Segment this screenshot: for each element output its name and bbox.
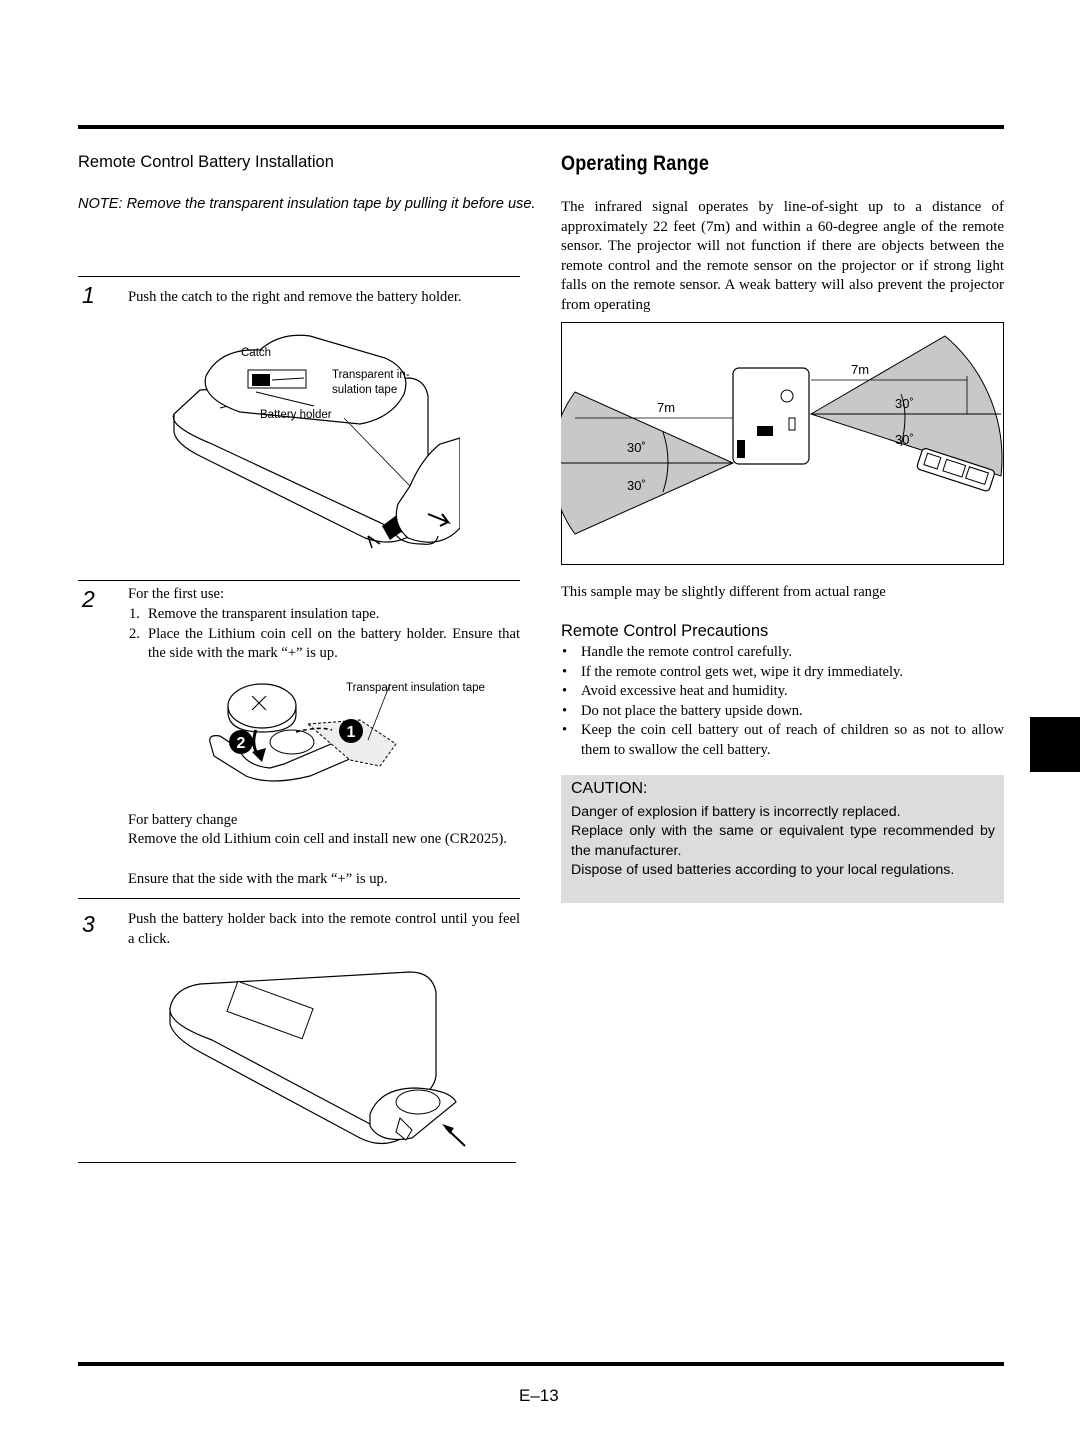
step-marker-1 <box>339 719 363 743</box>
battery-change-text: Remove the old Lithium coin cell and ins… <box>128 831 507 847</box>
remote-reinsert-figure <box>169 971 466 1147</box>
ensure-text: Ensure that the side with the mark “+” i… <box>128 871 388 887</box>
remote-battery-holder-figure: Catch Transparent in- sulation tape Batt… <box>172 334 460 549</box>
operating-range-heading: Operating Range <box>561 152 710 175</box>
page-number: E–13 <box>519 1386 559 1405</box>
caution-box: CAUTION: Danger of explosion if battery … <box>561 775 1004 903</box>
caution-title: CAUTION: <box>571 780 648 797</box>
left-bottom-rule <box>78 1162 516 1163</box>
precaution-item: •If the remote control gets wet, wipe it… <box>562 663 904 680</box>
svg-text:2: 2 <box>237 735 246 752</box>
step1-number: 1 <box>82 282 95 308</box>
step3-text: Push the battery holder back into the re… <box>128 911 520 947</box>
svg-text:1: 1 <box>347 724 356 741</box>
precaution-item: •Do not place the battery upside down. <box>562 702 803 719</box>
transparent-insulation-tape-label: Transparent insulation tape <box>346 682 485 694</box>
angle-left-bottom: 30˚ <box>627 478 646 493</box>
caution-line-2: Replace only with the same or equivalent… <box>571 823 995 859</box>
angle-left-top: 30˚ <box>627 440 646 455</box>
step3-number: 3 <box>82 911 95 937</box>
range-7m-right: 7m <box>851 362 869 377</box>
precautions-list: •Handle the remote control carefully. •I… <box>561 643 1004 761</box>
angle-right-bottom: 30˚ <box>895 432 914 447</box>
step2-list: 1.Remove the transparent insulation tape… <box>128 605 520 664</box>
caution-line-1: Danger of explosion if battery is incorr… <box>571 804 901 820</box>
note-text: NOTE: Remove the transparent insulation … <box>78 196 536 212</box>
step3-rule <box>78 898 520 899</box>
step2-rule <box>78 580 520 581</box>
precaution-item: •Keep the coin cell battery out of reach… <box>562 722 1004 758</box>
precautions-title: Remote Control Precautions <box>561 622 769 640</box>
caution-line-3: Dispose of used batteries according to y… <box>571 862 955 878</box>
coin-cell-figure: 2 1 Transparent insulation tape <box>209 682 485 782</box>
bottom-rule <box>78 1362 1004 1366</box>
step2-number: 2 <box>82 586 95 612</box>
angle-right-top: 30˚ <box>895 396 914 411</box>
battery-change-title: For battery change <box>128 812 238 828</box>
catch-label: Catch <box>241 347 271 359</box>
operating-range-paragraph: The infrared signal operates by line-of-… <box>561 199 1004 313</box>
step1-rule <box>78 276 520 277</box>
precaution-item: •Handle the remote control carefully. <box>562 644 792 660</box>
precaution-item: •Avoid excessive heat and humidity. <box>562 683 788 700</box>
top-rule <box>78 125 1004 129</box>
battery-holder-label: Battery holder <box>260 409 332 421</box>
range-7m-left: 7m <box>657 400 675 415</box>
transparent-tape-label-2: sulation tape <box>332 384 397 396</box>
section-tab <box>1030 717 1080 772</box>
step2-item: 1.Remove the transparent insulation tape… <box>129 606 380 622</box>
step2-item: 2.Place the Lithium coin cell on the bat… <box>129 625 520 662</box>
step-marker-2 <box>229 730 253 754</box>
diagram-caption: This sample may be slightly different fr… <box>561 584 886 600</box>
battery-installation-title: Remote Control Battery Installation <box>78 153 334 171</box>
transparent-tape-label-1: Transparent in- <box>332 369 410 381</box>
operating-range-diagram: 7m 7m 30˚ 30˚ 30˚ 30˚ <box>561 322 1004 565</box>
step2-intro: For the first use: <box>128 586 225 602</box>
step1-text: Push the catch to the right and remove t… <box>128 289 462 305</box>
